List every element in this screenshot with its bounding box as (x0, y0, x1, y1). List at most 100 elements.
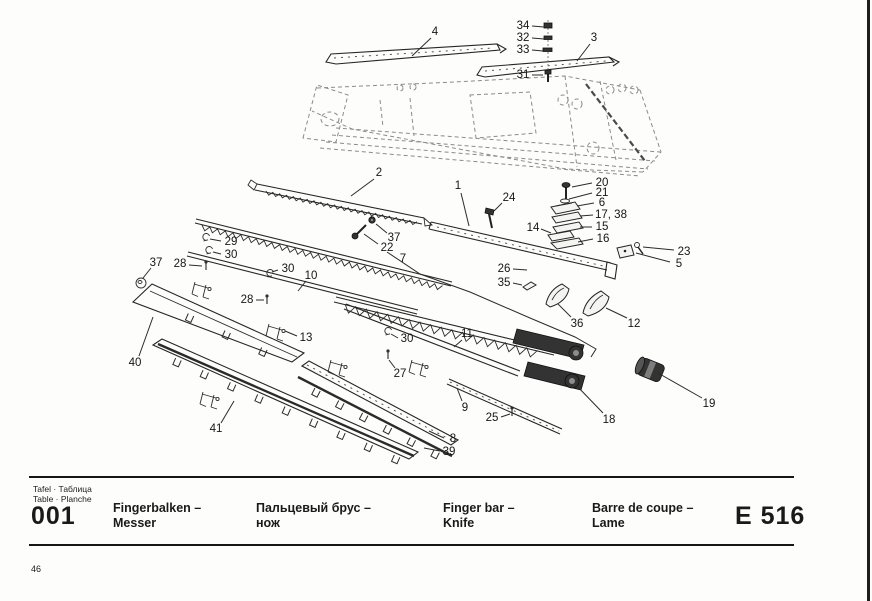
bracket-13 (265, 323, 286, 342)
callout-label-15: 15 (596, 221, 609, 233)
roller-19 (634, 356, 665, 383)
bracket (199, 391, 220, 410)
plate-17-38 (551, 211, 583, 224)
callout-label-34: 34 (517, 20, 530, 32)
finger-tab (308, 418, 319, 429)
callout-label-10: 10 (305, 270, 318, 282)
callout-label-40: 40 (129, 357, 142, 369)
leader-line-7 (386, 251, 597, 358)
callout-label-39: 39 (443, 446, 456, 458)
part-1-finger-bar (428, 221, 618, 280)
callout-label-3: 3 (591, 32, 597, 44)
callout-label-21: 21 (596, 187, 609, 199)
scan-edge-line (867, 0, 870, 601)
title-russian: Пальцевый брус – нож (256, 501, 371, 531)
callout-label-16: 16 (597, 233, 610, 245)
leader-line-30 (390, 333, 399, 339)
callout-label-25: 25 (486, 412, 499, 424)
finger-tab (172, 357, 182, 368)
leader-line-22 (363, 233, 379, 245)
leader-line-9 (456, 387, 463, 402)
leader-line-32 (531, 37, 545, 40)
leader-line-11 (453, 339, 463, 348)
callout-label-27: 27 (394, 368, 407, 380)
guard-plate-stack (547, 182, 584, 250)
callout-label-20: 20 (596, 177, 609, 189)
part-3-wear-strip (476, 56, 621, 78)
leader-line-6 (576, 202, 595, 207)
plate-code: E 516 (735, 502, 806, 530)
callout-label-5: 5 (676, 258, 682, 270)
leader-line-20 (571, 182, 593, 188)
callout-label-24: 24 (503, 192, 516, 204)
callout-label-30: 30 (225, 249, 238, 261)
callout-label-32: 32 (517, 32, 530, 44)
callout-label-22: 22 (381, 242, 394, 254)
part-11-knife-assembly (333, 296, 585, 361)
callout-label-23: 23 (678, 246, 691, 258)
rivet-28 (264, 293, 270, 305)
callout-label-12: 12 (628, 318, 641, 330)
callout-label-33: 33 (517, 44, 530, 56)
title-german-line1: Fingerbalken – (113, 501, 202, 515)
finger-tab (390, 454, 401, 465)
plate-16 (549, 237, 584, 250)
title-german-line2: Messer (113, 516, 157, 530)
washer-21 (560, 198, 570, 204)
callout-label-14: 14 (527, 222, 540, 234)
part-8-bar (300, 360, 460, 446)
callout-label-41: 41 (210, 423, 223, 435)
callout-label-7: 7 (400, 253, 406, 265)
leader-line-12 (605, 307, 628, 319)
leader-line-41 (220, 400, 235, 424)
callout-label-13: 13 (300, 332, 313, 344)
leader-line-19 (657, 372, 703, 399)
plate-14 (547, 230, 575, 242)
leader-line-36 (557, 303, 572, 318)
bolt-20 (561, 182, 571, 199)
leader-line-33 (531, 49, 544, 52)
leader-line-21 (568, 192, 593, 200)
callout-label-26: 26 (498, 263, 511, 275)
finger-tab (430, 449, 440, 460)
table-index-label-de-ru: Tafel · Таблица (33, 484, 92, 494)
leader-line-37 (142, 267, 152, 279)
callout-label-35: 35 (498, 277, 511, 289)
finger-tab (184, 313, 195, 324)
plug-37 (135, 277, 147, 289)
table-index-label: Tafel · Таблица Table · Planche (33, 484, 92, 504)
title-french-line1: Barre de coupe – (592, 501, 694, 515)
finger-tab (254, 394, 264, 404)
finger-tab (406, 437, 416, 448)
finger-tab (199, 369, 209, 380)
callout-label-31: 31 (517, 69, 530, 81)
callout-label-30: 30 (282, 263, 295, 275)
callout-label-8: 8 (450, 433, 456, 445)
title-english: Finger bar – Knife (443, 501, 515, 531)
callout-label-28: 28 (241, 294, 254, 306)
footer-rule-top (29, 476, 794, 478)
leader-line-24 (493, 202, 503, 212)
bracket (327, 359, 348, 378)
leader-line-10 (297, 280, 307, 292)
callout-label-4: 4 (432, 26, 439, 38)
callout-label-17--38: 17, 38 (595, 209, 627, 221)
finger-tab (258, 347, 268, 358)
finger-tab (358, 412, 369, 423)
callout-label-29: 29 (225, 236, 238, 248)
bracket (408, 359, 429, 378)
callout-label-37: 37 (388, 232, 401, 244)
finger-tab (382, 424, 393, 435)
rivet-28 (203, 259, 209, 271)
callout-label-28: 28 (174, 258, 187, 270)
nut-34 (543, 22, 553, 29)
part-40-bar (131, 283, 306, 363)
callout-label-37: 37 (150, 257, 163, 269)
finger-tab (221, 330, 231, 341)
leader-line-4 (411, 37, 432, 57)
leader-line-18 (575, 384, 604, 414)
part-4-wear-strip (325, 43, 508, 65)
leader-line-23 (642, 246, 675, 251)
